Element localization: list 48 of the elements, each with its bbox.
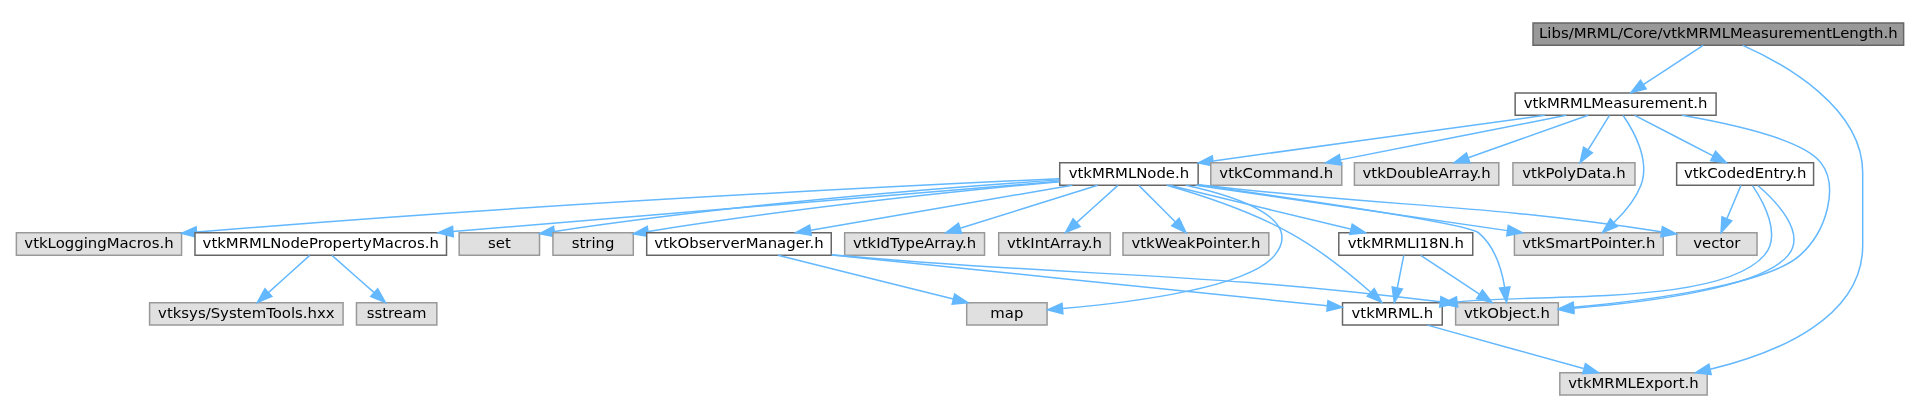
arrow: [831, 253, 1345, 312]
node-box: vtksys/SystemTools.hxx: [148, 301, 344, 326]
arrow: [1720, 184, 1742, 235]
node-box: Libs/MRML/Core/vtkMRMLMeasurementLength.h: [1532, 21, 1905, 46]
node-box: vtkMRML.h: [1341, 301, 1443, 326]
arrow: [1628, 44, 1704, 94]
node-box: vtkIntArray.h: [997, 231, 1112, 256]
node-box: vtkObject.h: [1454, 301, 1560, 326]
node-box: vtkMRMLMeasurement.h: [1514, 91, 1717, 116]
node-box: vtkMRMLNode.h: [1058, 161, 1199, 186]
arrow: [1391, 254, 1405, 305]
node-box: vtkSmartPointer.h: [1513, 231, 1664, 256]
node-box: vtkCommand.h: [1210, 161, 1343, 186]
arrow: [1063, 184, 1119, 234]
node-box: set: [458, 231, 541, 256]
arrow: [1323, 114, 1568, 166]
node-box: vtkPolyData.h: [1512, 161, 1636, 186]
arrow: [1578, 114, 1611, 165]
node-box: vtkCodedEntry.h: [1675, 161, 1815, 186]
arrow: [943, 184, 1099, 234]
node-box: vtkDoubleArray.h: [1353, 161, 1500, 186]
arrow: [1197, 183, 1511, 305]
node-box: vtkMRMLI18N.h: [1338, 231, 1474, 256]
arrow: [777, 253, 971, 305]
node-box: vtkWeakPointer.h: [1122, 231, 1270, 256]
node-box: vector: [1675, 231, 1758, 256]
arrow: [1195, 184, 1525, 237]
node-box: vtkLoggingMacros.h: [15, 231, 183, 256]
arrow: [1166, 184, 1384, 304]
arrow: [1693, 44, 1864, 375]
node-box: map: [965, 301, 1048, 326]
arrow: [1168, 184, 1368, 235]
node-box: vtkIdTypeArray.h: [843, 231, 986, 256]
arrow: [1045, 184, 1283, 315]
node-box: vtkMRMLExport.h: [1559, 371, 1708, 396]
arrow: [255, 254, 311, 304]
node-box: vtkMRMLNodePropertyMacros.h: [194, 231, 448, 256]
arrow: [793, 184, 1073, 236]
arrow: [331, 254, 388, 304]
arrow: [1634, 114, 1729, 164]
node-box: sstream: [355, 301, 438, 326]
node-box: vtkObserverManager.h: [645, 231, 832, 256]
arrow: [1419, 254, 1494, 304]
arrow: [1138, 184, 1188, 234]
arrow: [1197, 183, 1679, 238]
node-box: string: [552, 231, 635, 256]
arrow: [1452, 114, 1589, 164]
arrow: [1426, 323, 1601, 374]
